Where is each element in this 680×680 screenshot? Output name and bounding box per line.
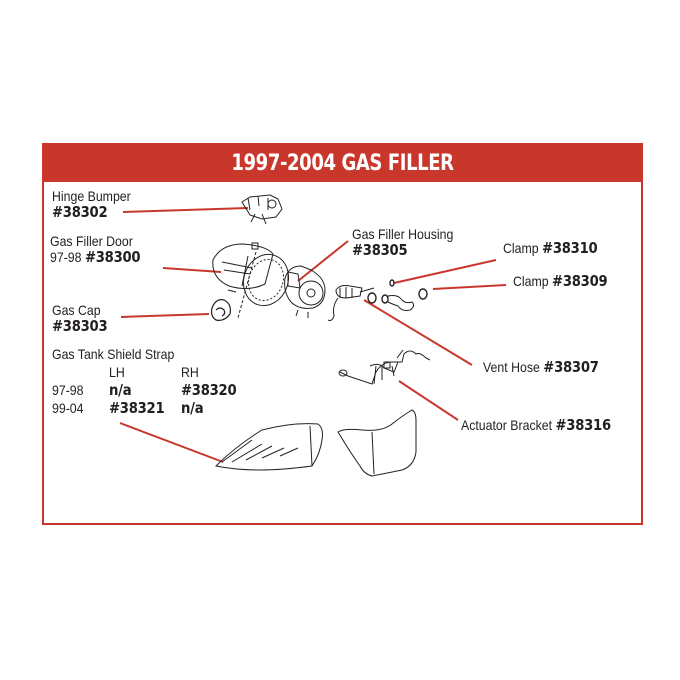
part-number: #38300 [84, 248, 141, 266]
part-number: #38302 [52, 203, 108, 221]
col-header: LH [109, 364, 125, 380]
label-gas-filler-housing: Gas Filler Housing #38305 [352, 226, 467, 258]
part-name: Clamp [513, 273, 549, 289]
part-number: #38307 [543, 358, 599, 376]
part-years: 97-98 [50, 249, 82, 265]
shield-strap-row-lh: #38321 [109, 400, 172, 416]
label-clamp-38309: Clamp #38309 [513, 273, 620, 289]
shield-strap-row-rh: n/a [181, 400, 206, 416]
title-bar: 1997-2004 GAS FILLER [44, 145, 641, 182]
label-actuator-bracket: Actuator Bracket #38316 [461, 417, 631, 433]
row-years: 97-98 [52, 382, 84, 398]
part-number: #38316 [555, 416, 612, 434]
shield-strap-row-years: 97-98 [52, 382, 88, 398]
label-gas-filler-door: Gas Filler Door 97-98 #38300 [50, 233, 153, 265]
diagram-title: 1997-2004 GAS FILLER [231, 151, 454, 176]
part-name: Vent Hose [483, 359, 540, 375]
row-years: 99-04 [52, 400, 84, 416]
shield-strap-row-years: 99-04 [52, 400, 88, 416]
cell-lh: #38321 [109, 399, 165, 417]
label-vent-hose: Vent Hose #38307 [483, 359, 614, 375]
part-name: Gas Cap [52, 302, 101, 318]
cell-lh: n/a [109, 381, 132, 399]
shield-strap-col-rh: RH [181, 364, 201, 380]
part-number: #38303 [52, 317, 108, 335]
cell-rh: n/a [181, 399, 204, 417]
shield-strap-col-lh: LH [109, 364, 127, 380]
label-clamp-38310: Clamp #38310 [503, 240, 610, 256]
label-hinge-bumper: Hinge Bumper #38302 [52, 188, 142, 220]
part-name: Clamp [503, 240, 539, 256]
part-name: Gas Filler Housing [352, 226, 454, 242]
shield-strap-name: Gas Tank Shield Strap [52, 346, 175, 362]
part-number: #38305 [352, 241, 408, 259]
part-name: Gas Filler Door [50, 233, 133, 249]
part-number: #38309 [552, 272, 608, 290]
label-gas-cap: Gas Cap #38303 [52, 302, 115, 334]
part-number: #38310 [542, 239, 598, 257]
shield-strap-row-rh: #38320 [181, 382, 244, 398]
part-name: Hinge Bumper [52, 188, 131, 204]
part-name: Actuator Bracket [461, 417, 553, 433]
col-header: RH [181, 364, 199, 380]
shield-strap-title: Gas Tank Shield Strap [52, 346, 191, 362]
cell-rh: #38320 [181, 381, 237, 399]
shield-strap-row-lh: n/a [109, 382, 134, 398]
